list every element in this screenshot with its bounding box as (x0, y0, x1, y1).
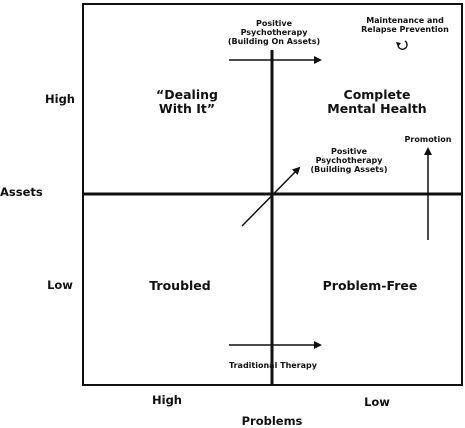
maintenance-relapse-label: Maintenance and Relapse Prevention (361, 16, 449, 35)
promotion-label: Promotion (404, 135, 452, 144)
positive-psychotherapy-mid-label: Positive Psychotherapy (Building Assets) (310, 147, 388, 175)
x-axis-title: Problems (241, 414, 303, 428)
x-axis-low-label: Low (364, 395, 390, 409)
x-axis-high-label: High (152, 393, 182, 407)
traditional-therapy-label: Traditional Therapy (229, 361, 317, 370)
arrow-diagonal (241, 166, 301, 227)
quadrant-top-right-label: Complete Mental Health (327, 87, 427, 117)
circular-arrow-icon (396, 40, 408, 50)
y-axis-low-label: Low (47, 278, 73, 292)
y-axis-title: Assets (0, 185, 43, 199)
quadrant-top-left-label: “Dealing With It” (156, 87, 218, 117)
positive-psychotherapy-top-label: Positive Psychotherapy (Building On Asse… (227, 19, 321, 47)
quadrant-bottom-right-label: Problem-Free (322, 278, 418, 293)
y-axis-high-label: High (45, 92, 75, 106)
quadrant-bottom-left-label: Troubled (149, 278, 211, 293)
